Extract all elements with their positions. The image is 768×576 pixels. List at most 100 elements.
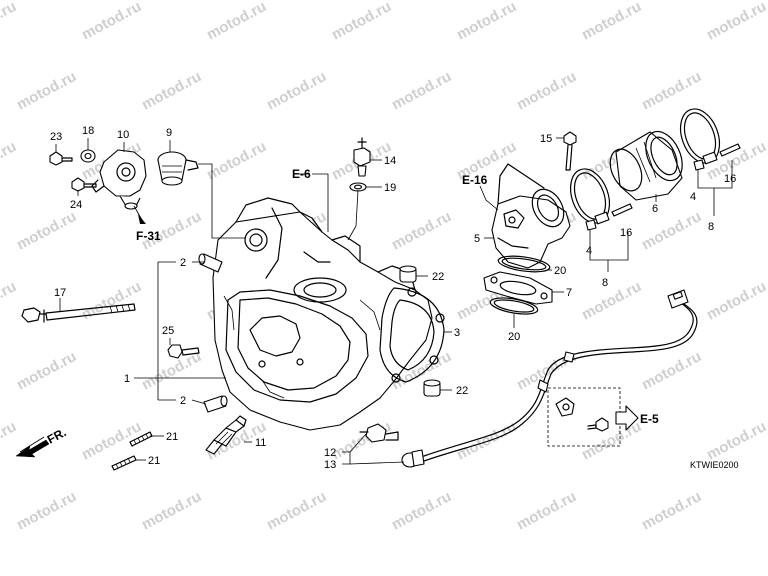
watermark-text: motod.ru <box>0 278 19 324</box>
callout-1: 1 <box>124 373 130 385</box>
ref-e6: E-6 <box>292 167 311 181</box>
callout-14: 14 <box>384 155 396 167</box>
callout-6: 6 <box>652 203 658 215</box>
callout-16-left: 16 <box>620 227 632 239</box>
callout-16-right: 16 <box>724 173 736 185</box>
flange-bolt-25 <box>167 344 200 359</box>
e5-detail-box <box>547 387 621 447</box>
dowel-22-upper <box>399 265 417 283</box>
callout-5: 5 <box>474 233 480 245</box>
callout-23: 23 <box>50 131 62 143</box>
watermark-text: motod.ru <box>579 0 644 44</box>
washer-18 <box>80 149 96 163</box>
callouts: 23 18 10 9 24 F-31 E-6 14 19 2 2 17 25 1… <box>45 125 739 471</box>
watermark-text: motod.ru <box>704 0 768 44</box>
callout-12: 12 <box>324 447 336 459</box>
watermark-text: motod.ru <box>704 278 768 324</box>
temperature-sensor <box>353 137 371 177</box>
head-gasket <box>379 287 445 383</box>
callout-9: 9 <box>166 127 172 139</box>
watermark-text: motod.ru <box>139 488 204 534</box>
callout-8-right: 8 <box>708 221 714 233</box>
watermark-text: motod.ru <box>514 68 579 114</box>
watermark-text: motod.ru <box>204 0 269 44</box>
watermark-text: motod.ru <box>139 68 204 114</box>
callout-2-lower: 2 <box>180 395 186 407</box>
watermark-text: motod.ru <box>264 488 329 534</box>
f31-arrow-icon <box>138 214 146 224</box>
watermark-text: motod.ru <box>204 138 269 184</box>
watermark-text: motod.ru <box>0 138 19 184</box>
ref-e16: E-16 <box>462 173 488 187</box>
watermark-text: motod.ru <box>704 418 768 464</box>
callout-18: 18 <box>82 125 94 137</box>
callout-17: 17 <box>54 287 66 299</box>
watermark-text: motod.ru <box>639 208 704 254</box>
dowel-pin-lower <box>203 395 228 413</box>
callout-10: 10 <box>117 129 129 141</box>
watermark-text: motod.ru <box>0 418 19 464</box>
watermark-text: motod.ru <box>14 208 79 254</box>
callout-4-left: 4 <box>586 245 592 257</box>
o-ring-upper <box>497 255 551 273</box>
ref-e5: E-5 <box>640 412 659 426</box>
thermostat-housing <box>91 149 147 210</box>
ref-f31: F-31 <box>136 229 161 243</box>
band-clamp-right <box>679 108 741 171</box>
o-ring-lower <box>489 297 539 315</box>
stud-21-lower <box>111 455 137 471</box>
watermark-text: motod.ru <box>389 208 454 254</box>
callout-11: 11 <box>255 437 266 449</box>
front-arrow-icon <box>15 436 50 458</box>
watermark-text: motod.ru <box>14 348 79 394</box>
watermark-text: motod.ru <box>639 348 704 394</box>
callout-22-upper: 22 <box>432 271 444 283</box>
intake-pipe <box>491 163 571 269</box>
bolt-23 <box>49 151 73 166</box>
callout-8-left: 8 <box>602 277 608 289</box>
callout-3: 3 <box>454 327 460 339</box>
callout-7: 7 <box>566 287 572 299</box>
dowel-pin-upper <box>198 253 223 273</box>
callout-25: 25 <box>162 325 174 337</box>
callout-13: 13 <box>324 459 336 471</box>
callout-19: 19 <box>384 182 396 194</box>
watermark-text: motod.ru <box>264 68 329 114</box>
sealing-washer-19 <box>349 182 367 192</box>
watermark-text: motod.ru <box>389 68 454 114</box>
callout-2-upper: 2 <box>180 257 186 269</box>
watermark-text: motod.ru <box>329 0 394 44</box>
diagram-code: KTWIE0200 <box>690 460 739 470</box>
cylinder-head <box>212 197 433 431</box>
watermark-text: motod.ru <box>14 68 79 114</box>
e5-arrow-icon <box>615 405 639 431</box>
callout-24: 24 <box>70 199 82 211</box>
callout-4-right: 4 <box>690 191 696 203</box>
watermark-text: motod.ru <box>639 488 704 534</box>
watermark-text: motod.ru <box>389 488 454 534</box>
callout-15: 15 <box>540 133 552 145</box>
o2-sensor-cable <box>423 289 698 462</box>
watermark-text: motod.ru <box>639 68 704 114</box>
leader-lines <box>55 137 733 465</box>
watermark-text: motod.ru <box>514 488 579 534</box>
watermark-text: motod.ru <box>0 0 19 44</box>
band-clamp-left <box>569 168 633 231</box>
callout-20-upper: 20 <box>554 265 566 277</box>
spark-plug <box>205 415 247 455</box>
thermostat <box>157 151 199 186</box>
callout-21-upper: 21 <box>166 431 178 443</box>
callout-22-lower: 22 <box>456 385 468 397</box>
watermark-text: motod.ru <box>579 278 644 324</box>
watermark-text: motod.ru <box>454 0 519 44</box>
o2-sensor <box>359 423 425 468</box>
stud-bolt <box>21 303 136 323</box>
bolt-15 <box>563 131 577 171</box>
watermark-text: motod.ru <box>579 418 644 464</box>
bolt-24 <box>71 177 97 192</box>
connecting-tube <box>609 130 683 201</box>
insulator <box>483 271 553 305</box>
